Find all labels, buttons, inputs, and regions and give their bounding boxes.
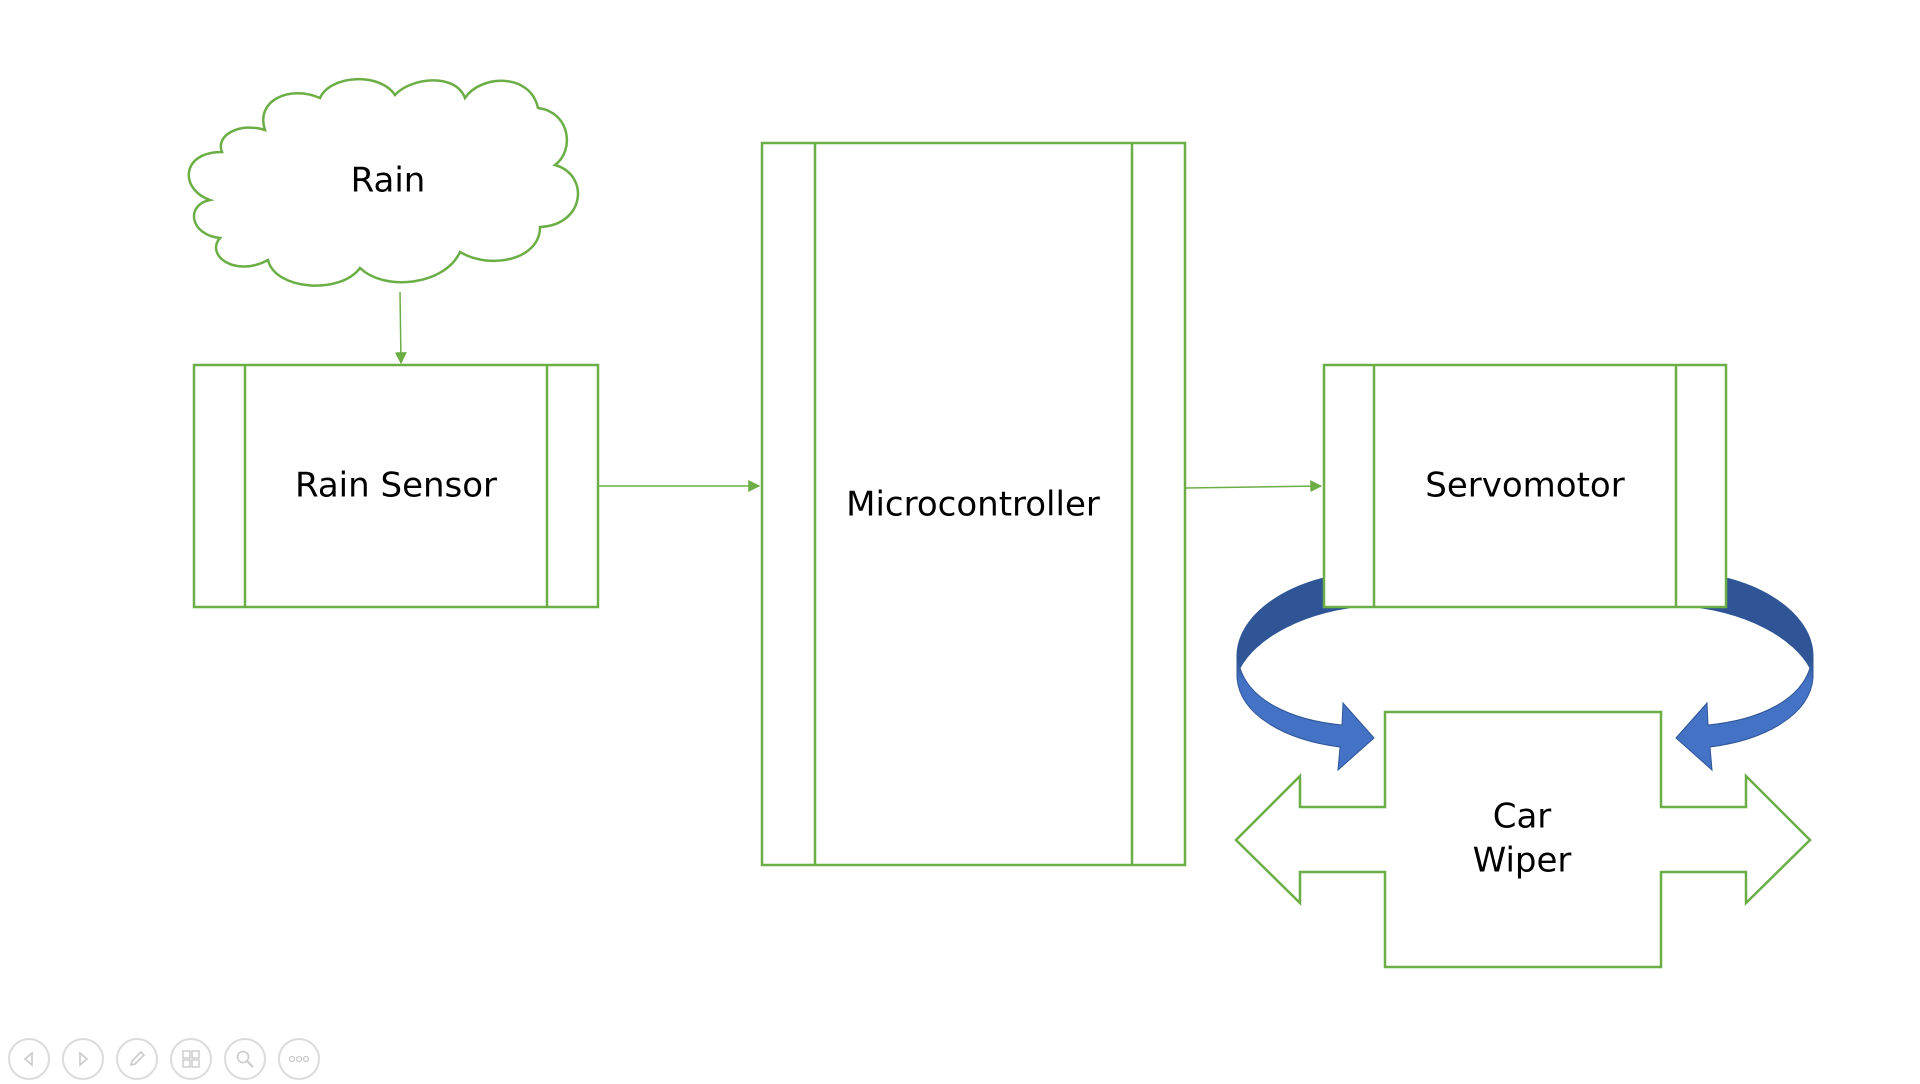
car-wiper-label-line2: Wiper [1473, 841, 1572, 881]
rain-sensor-box [192, 363, 600, 609]
servomotor-block: Servomotor [1322, 363, 1728, 609]
pen-icon[interactable] [116, 1038, 158, 1080]
next-icon[interactable] [62, 1038, 104, 1080]
zoom-icon[interactable] [224, 1038, 266, 1080]
microcontroller-block: Microcontroller [760, 141, 1187, 867]
rain-to-sensor-arrow [394, 291, 407, 365]
curved-arrow-left [1236, 571, 1375, 772]
servomotor-box [1322, 363, 1728, 609]
microcontroller-box [760, 141, 1187, 867]
car-wiper-block: Car Wiper [1234, 710, 1812, 969]
mcu-to-servo-arrow [1184, 480, 1323, 493]
servomotor-label: Servomotor [1425, 466, 1624, 506]
car-wiper-label-line1: Car [1493, 797, 1552, 837]
more-icon[interactable] [278, 1038, 320, 1080]
curved-arrow-left-shape [1236, 571, 1375, 772]
rain-sensor-label: Rain Sensor [295, 466, 497, 506]
previous-icon[interactable] [8, 1038, 50, 1080]
rain-sensor-block: Rain Sensor [192, 363, 600, 609]
microcontroller-label: Microcontroller [846, 485, 1100, 525]
curved-arrow-right [1675, 571, 1814, 772]
rain-cloud: Rain [187, 77, 580, 287]
slides-icon[interactable] [170, 1038, 212, 1080]
slideshow-toolbar [8, 1038, 320, 1084]
curved-arrow-right-shape [1675, 571, 1814, 772]
rain-label: Rain [351, 161, 426, 201]
rain-cloud-shape [187, 77, 580, 287]
car-wiper-shape [1234, 710, 1812, 969]
